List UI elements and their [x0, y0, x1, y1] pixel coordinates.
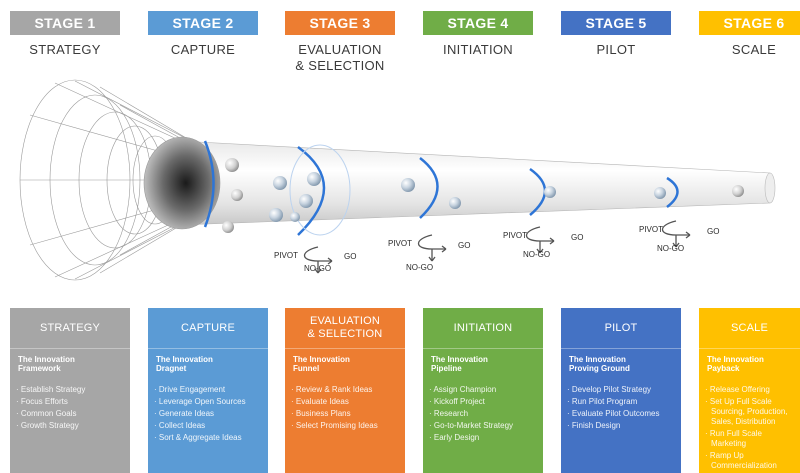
- list-item: Run Pilot Program: [572, 397, 675, 407]
- panel-list: Review & Rank Ideas Evaluate Ideas Busin…: [285, 385, 405, 431]
- stage-header-2: STAGE 2: [148, 11, 258, 35]
- list-item: Common Goals: [21, 409, 124, 419]
- list-item: Drive Engagement: [159, 385, 262, 395]
- pivot-arrows-4: [661, 220, 690, 247]
- list-item: Sort & Aggregate Ideas: [159, 433, 262, 443]
- list-item: Finish Design: [572, 421, 675, 431]
- no-go-label: NO-GO: [657, 244, 685, 253]
- list-item: Evaluate Pilot Outcomes: [572, 409, 675, 419]
- list-item: Research: [434, 409, 537, 419]
- list-item: Run Full Scale Marketing: [710, 429, 794, 449]
- evaluation-ring: [297, 145, 326, 236]
- list-item: Early Design: [434, 433, 537, 443]
- stage-header-1: STAGE 1: [10, 11, 120, 35]
- pivot-label: PIVOT: [639, 225, 664, 234]
- panel-subtitle: The Innovation Proving Ground: [569, 355, 630, 373]
- list-item: Go-to-Market Strategy: [434, 421, 537, 431]
- go-label: GO: [344, 252, 357, 261]
- stage-name-4: INITIATION: [443, 42, 513, 57]
- stage-name-1: STRATEGY: [29, 42, 101, 57]
- pivot-label: PIVOT: [503, 231, 528, 240]
- innovation-funnel: [19, 79, 776, 281]
- funnel-tube: [179, 140, 771, 226]
- stage-name-6: SCALE: [731, 42, 777, 57]
- stage-header-3: STAGE 3: [285, 11, 395, 35]
- panel-list: Release Offering Set Up Full Scale Sourc…: [699, 385, 800, 471]
- panel-title: CAPTURE: [148, 308, 268, 349]
- stage-name-3: EVALUATION & SELECTION: [295, 42, 385, 73]
- funnel-opening: [143, 136, 221, 230]
- list-item: Establish Strategy: [21, 385, 124, 395]
- panel-initiation: INITIATION The Innovation Pipeline Assig…: [423, 308, 543, 473]
- panel-scale: SCALE The Innovation Payback Release Off…: [699, 308, 800, 473]
- list-item: Generate Ideas: [159, 409, 262, 419]
- go-label: GO: [571, 233, 584, 242]
- stage-header-6: STAGE 6: [699, 11, 800, 35]
- go-label: GO: [707, 227, 720, 236]
- panel-title: PILOT: [561, 308, 681, 349]
- panel-subtitle: The Innovation Pipeline: [431, 355, 488, 373]
- list-item: Release Offering: [710, 385, 794, 395]
- initiation-ring: [419, 157, 439, 219]
- stage-name-2: CAPTURE: [170, 42, 236, 57]
- go-label: GO: [458, 241, 471, 250]
- list-item: Ramp Up Commercialization: [710, 451, 794, 471]
- idea-spheres: [222, 158, 744, 233]
- panel-title: SCALE: [699, 308, 800, 349]
- list-item: Collect Ideas: [159, 421, 262, 431]
- panel-subtitle: The Innovation Framework: [18, 355, 75, 373]
- no-go-label: NO-GO: [523, 250, 551, 259]
- list-item: Assign Champion: [433, 385, 537, 395]
- panel-evaluation: EVALUATION & SELECTION The Innovation Fu…: [285, 308, 405, 473]
- panel-capture: CAPTURE The Innovation Dragnet Drive Eng…: [148, 308, 268, 473]
- panel-list: Establish Strategy Focus Efforts Common …: [10, 385, 130, 431]
- list-item: Evaluate Ideas: [296, 397, 399, 407]
- panel-list: Drive Engagement Leverage Open Sources G…: [148, 385, 268, 443]
- list-item: Leverage Open Sources: [159, 397, 262, 407]
- pivot-label: PIVOT: [274, 251, 299, 260]
- panel-title: STRATEGY: [10, 308, 130, 349]
- panel-list: Assign Champion Kickoff Project Research…: [423, 385, 543, 443]
- no-go-label: NO-GO: [406, 263, 434, 272]
- panel-subtitle: The Innovation Payback: [707, 355, 764, 373]
- funnel-wire-cone: [19, 79, 201, 281]
- list-item: Business Plans: [296, 409, 399, 419]
- panel-list: Develop Pilot Strategy Run Pilot Program…: [561, 385, 681, 431]
- panel-strategy: STRATEGY The Innovation Framework Establ…: [10, 308, 130, 473]
- panel-pilot: PILOT The Innovation Proving Ground Deve…: [561, 308, 681, 473]
- pivot-arrows-3: [525, 226, 554, 253]
- stage-header-5: STAGE 5: [561, 11, 671, 35]
- panel-title: EVALUATION & SELECTION: [285, 308, 405, 349]
- list-item: Set Up Full Scale Sourcing, Production, …: [710, 397, 794, 427]
- list-item: Select Promising Ideas: [296, 421, 399, 431]
- stage-name-5: PILOT: [596, 42, 636, 57]
- no-go-label: NO-GO: [304, 264, 332, 273]
- list-item: Develop Pilot Strategy: [572, 385, 675, 395]
- pivot-arrows-1: [303, 246, 332, 273]
- list-item: Growth Strategy: [21, 421, 124, 431]
- stage-header-4: STAGE 4: [423, 11, 533, 35]
- panel-subtitle: The Innovation Funnel: [293, 355, 350, 373]
- list-item: Review & Rank Ideas: [296, 385, 399, 395]
- list-item: Kickoff Project: [434, 397, 537, 407]
- capture-ring: [203, 140, 215, 228]
- pivot-arrows-2: [417, 234, 446, 261]
- list-item: Focus Efforts: [21, 397, 124, 407]
- panel-title: INITIATION: [423, 308, 543, 349]
- scale-ring: [666, 176, 679, 208]
- pivot-label: PIVOT: [388, 239, 413, 248]
- panel-subtitle: The Innovation Dragnet: [156, 355, 213, 373]
